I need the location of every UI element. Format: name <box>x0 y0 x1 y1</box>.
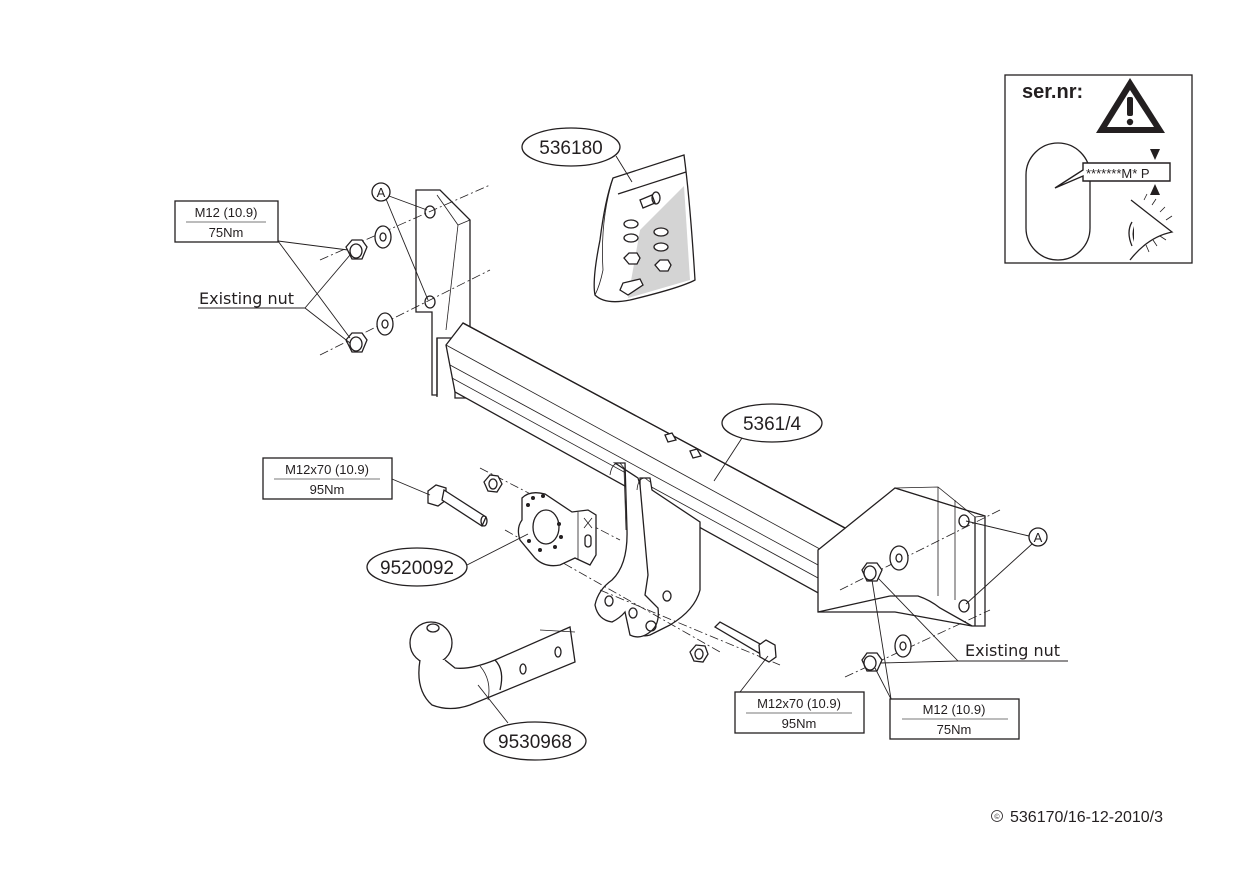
left-nut-torque: 75Nm <box>209 225 244 240</box>
svg-text:9530968: 9530968 <box>498 732 572 753</box>
footer-reference: © 536170/16-12-2010/3 <box>991 809 1163 826</box>
lower-nut <box>689 644 709 663</box>
center-small-nut <box>483 474 503 493</box>
right-lower-washer <box>894 634 912 658</box>
reference-marker-a-left: A <box>371 182 429 301</box>
left-nut-size: M12 (10.9) <box>195 205 258 220</box>
lower-bolt-size: M12x70 (10.9) <box>757 696 841 711</box>
lower-bolt-spec-box: M12x70 (10.9) 95Nm <box>734 655 865 734</box>
lower-bolt <box>713 621 777 663</box>
callout-9520092: 9520092 <box>366 533 529 587</box>
center-bolt-size: M12x70 (10.9) <box>285 462 369 477</box>
warning-triangle-icon <box>1096 78 1165 133</box>
reference-marker-a-right: A <box>965 520 1048 605</box>
left-lower-washer <box>376 312 394 336</box>
oval-plate-icon <box>1025 142 1091 261</box>
right-nut-spec-box: M12 (10.9) 75Nm <box>871 579 1020 740</box>
towbar-hanger-plates <box>594 462 701 638</box>
center-bolt-torque: 95Nm <box>310 482 345 497</box>
callout-5361-4: 5361/4 <box>713 403 823 482</box>
callout-536180: 536180 <box>521 127 633 183</box>
socket-mounting-plate <box>517 492 597 567</box>
right-nut-size: M12 (10.9) <box>923 702 986 717</box>
serial-number-label: ser.nr: <box>1022 81 1083 103</box>
axis-line <box>599 589 781 666</box>
left-nut-spec-box: M12 (10.9) 75Nm <box>174 200 351 339</box>
svg-text:Existing nut: Existing nut <box>965 641 1060 660</box>
left-lower-nut <box>345 332 368 353</box>
center-bolt <box>427 484 488 527</box>
axis-line <box>479 467 621 541</box>
right-upper-washer <box>889 545 909 571</box>
lower-bolt-torque: 95Nm <box>782 716 817 731</box>
right-lower-nut <box>861 652 883 672</box>
serial-plate-box: ser.nr: *******M* P <box>1004 74 1193 264</box>
right-upper-nut <box>861 562 883 582</box>
callout-9530968: 9530968 <box>477 684 587 761</box>
right-nut-torque: 75Nm <box>937 722 972 737</box>
center-bolt-spec-box: M12x70 (10.9) 95Nm <box>262 457 431 500</box>
existing-nut-note-left: Existing nut <box>198 254 351 344</box>
document-reference: 536170/16-12-2010/3 <box>1010 809 1163 826</box>
plate-code-text: *******M* P <box>1086 166 1150 181</box>
svg-text:536180: 536180 <box>539 138 602 159</box>
svg-text:9520092: 9520092 <box>380 558 454 579</box>
ball-neck <box>409 621 576 710</box>
left-upper-washer <box>374 225 392 249</box>
svg-text:Existing nut: Existing nut <box>199 289 294 308</box>
left-upper-nut <box>345 239 368 260</box>
callout-bubble: *******M* P <box>1054 162 1171 189</box>
eye-icon <box>1128 193 1174 261</box>
pointer-arrows-icon <box>1150 149 1160 195</box>
axis-line <box>319 269 491 356</box>
copyright-icon: © <box>994 813 1000 821</box>
existing-nut-note-right: Existing nut <box>877 577 1068 664</box>
fastener-kit-bag <box>593 154 696 303</box>
svg-text:5361/4: 5361/4 <box>743 414 802 435</box>
svg-text:A: A <box>377 185 386 200</box>
svg-text:A: A <box>1034 530 1043 545</box>
